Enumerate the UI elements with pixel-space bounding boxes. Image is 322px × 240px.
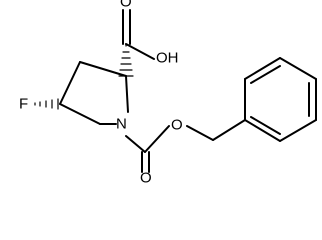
bond-benzene-2 (244, 57, 281, 80)
fluorine-label: F (19, 96, 28, 113)
bond-benzene-6 (244, 119, 281, 142)
bond-benzene-5 (279, 119, 317, 142)
nitrogen-label: N (116, 116, 127, 133)
bond-carbonyl-c-ester-o (144, 125, 170, 153)
structure-canvas: O OH N F O O (19, 0, 317, 185)
bond-ch2-ring (212, 119, 246, 141)
carbamate-carbonyl-oxygen-label: O (140, 170, 152, 185)
bond-ring-c4-c5 (59, 103, 101, 125)
molecule-diagram: O OH N F O O (19, 0, 317, 185)
hydroxyl-label: OH (156, 50, 179, 67)
ester-oxygen-label: O (171, 117, 183, 134)
benzene-inner-double-1 (250, 65, 281, 84)
bond-ester-o-ch2 (186, 125, 214, 141)
acid-carbonyl-oxygen-label: O (120, 0, 132, 11)
bond-acid-c-oh (125, 43, 155, 60)
bond-ring-c2-c3 (79, 61, 127, 77)
benzene-inner-double-3 (250, 116, 281, 135)
bond-benzene-3 (279, 57, 317, 80)
stereo-hash-wedge-fluorine (34, 98, 59, 110)
bond-n-carbonyl-c (125, 135, 146, 153)
bond-ring-n-c2 (125, 75, 129, 113)
stereo-hash-wedge-acid (118, 43, 134, 77)
bond-ring-c3-c4 (59, 61, 81, 105)
